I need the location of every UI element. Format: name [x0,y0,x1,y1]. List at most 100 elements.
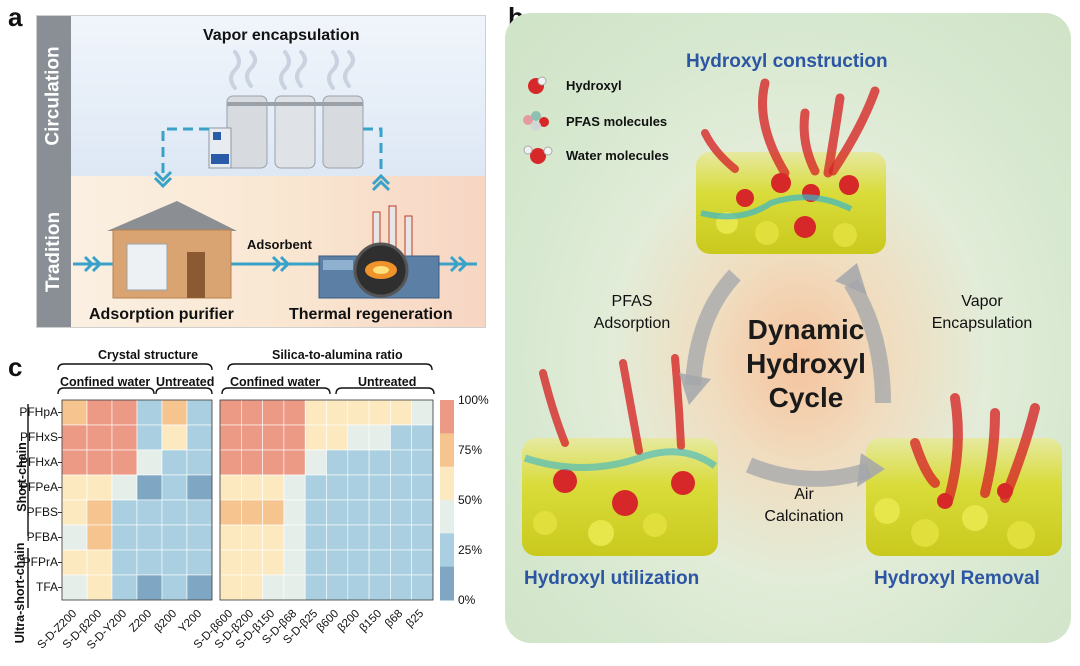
heatmap-cell-right-5-7 [368,524,391,551]
heatmap-cell-right-6-4 [304,549,327,576]
up-arrow-icon [371,173,391,192]
colorbar-tick: 25% [458,543,483,557]
heatmap-cell-right-7-2 [262,574,285,601]
heatmap-cell-right-3-5 [326,474,349,501]
heatmap-row-label: PFHxS [19,430,58,444]
heatmap-cell-right-7-4 [304,574,327,601]
heatmap-cell-left-3-2 [111,474,138,501]
heatmap-cell-right-2-0 [219,449,242,476]
legend-hydroxyl: Hydroxyl [566,78,622,93]
heatmap-cell-left-4-0 [61,499,88,526]
heatmap-cell-right-1-4 [304,424,327,451]
heatmap-cell-left-3-4 [161,474,188,501]
heatmap-chart [27,363,454,608]
heatmap-cell-right-1-2 [262,424,285,451]
heatmap-cell-right-1-3 [283,424,306,451]
heatmap-cell-right-5-0 [219,524,242,551]
heatmap-cell-left-6-2 [111,549,138,576]
heatmap-row-label: PFHxA [19,455,58,469]
legend-water: Water molecules [566,148,669,163]
panel-a-illustration [73,50,477,299]
heatmap-cell-right-6-5 [326,549,349,576]
heatmap-cell-right-4-1 [241,499,263,526]
down-arrow-icon [153,170,173,189]
steam-icon [229,50,355,90]
heatmap-cell-right-1-5 [326,424,349,451]
heatmap-cell-left-1-3 [136,424,163,451]
heatmap-cell-right-4-3 [283,499,306,526]
heatmap-cell-right-4-9 [411,499,434,526]
right-confined-water-label: Confined water [230,375,321,389]
heatmap-row-label: PFBA [26,530,58,544]
heatmap-cell-right-0-2 [262,399,285,426]
heatmap-cell-right-4-5 [326,499,349,526]
construction-particles [700,173,859,247]
heatmap-cell-right-7-1 [241,574,263,601]
heatmap-cell-right-5-9 [411,524,434,551]
colorbar-segment [440,533,454,568]
heatmap-cell-left-2-0 [61,449,88,476]
panel-b-illustration [523,78,1040,549]
heatmap-row-label: TFA [35,580,58,594]
heatmap-cell-right-4-7 [368,499,391,526]
heatmap-cell-left-4-5 [186,499,213,526]
heatmap-cell-left-5-5 [186,524,213,551]
utilization-particles [523,448,718,546]
heatmap-row-label: PFBS [26,505,58,519]
heatmap-left [58,399,213,601]
heatmap-cell-right-5-3 [283,524,306,551]
crystal-structure-header: Crystal structure [98,348,199,362]
cycle-arrowheads [679,263,885,487]
heatmap-cell-left-7-4 [161,574,188,601]
heatmap-cell-right-7-7 [368,574,391,601]
heatmap-cell-right-2-7 [368,449,391,476]
heatmap-cell-right-5-2 [262,524,285,551]
heatmap-cell-right-7-5 [326,574,349,601]
heatmap-cell-left-4-2 [111,499,138,526]
heatmap-cell-right-6-9 [411,549,434,576]
panel-b-legend-icons [523,76,553,164]
heatmap-cell-right-1-6 [347,424,370,451]
hydroxyl-plumes-removal [910,393,1040,503]
heatmap-cell-left-7-1 [86,574,113,601]
heatmap-cell-right-5-5 [326,524,349,551]
heatmap-cell-right-0-5 [326,399,349,426]
heatmap-cell-right-0-6 [347,399,370,426]
heatmap-row-label: PFPeA [19,480,58,494]
colorbar-tick: 100% [458,393,489,407]
heatmap-cell-right-2-5 [326,449,349,476]
heatmap-cell-right-2-9 [411,449,434,476]
heatmap-cell-right-6-7 [368,549,391,576]
heatmap-cell-right-3-0 [219,474,242,501]
heatmap-cell-right-2-1 [241,449,263,476]
heatmap-cell-right-3-7 [368,474,391,501]
heatmap-cell-right-5-8 [390,524,412,551]
heatmap-cell-left-1-1 [86,424,113,451]
adsorption-purifier-label: Adsorption purifier [89,306,234,323]
house-icon [107,201,237,299]
heatmap-cell-right-6-6 [347,549,370,576]
flow-chevron-icons [83,255,469,273]
heatmap-cell-right-5-1 [241,524,263,551]
vapor-encapsulation-label: Vapor encapsulation [203,27,360,44]
heatmap-right [219,399,434,601]
thermal-regeneration-label: Thermal regeneration [289,306,453,323]
heatmap-cell-right-3-8 [390,474,412,501]
heatmap-cell-right-0-1 [241,399,263,426]
colorbar-tick: 0% [458,593,476,607]
storage-tanks-icon [208,95,364,169]
tradition-label: Tradition [37,176,71,327]
adsorbent-label: Adsorbent [247,237,312,252]
heatmap-cell-right-6-3 [283,549,306,576]
heatmap-cell-left-0-2 [111,399,138,426]
heatmap-cell-right-2-3 [283,449,306,476]
panel-letter-c: c [8,352,23,382]
heatmap-cell-left-2-2 [111,449,138,476]
heatmap-cell-right-0-4 [304,399,327,426]
heatmap-cell-right-4-4 [304,499,327,526]
heatmap-cell-left-3-0 [61,474,88,501]
hydroxyl-removal-title: Hydroxyl Removal [874,568,1040,589]
heatmap-frame-left [61,399,213,601]
heatmap-cell-right-5-4 [304,524,327,551]
